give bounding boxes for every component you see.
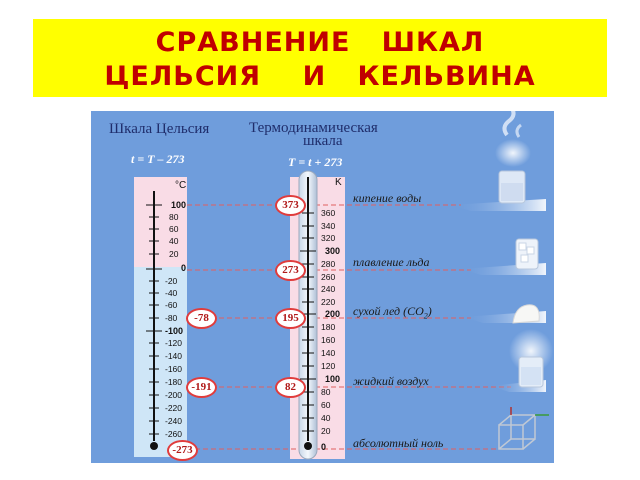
label-dry-ice-end: ) — [427, 304, 432, 318]
label-boiling-water: кипение воды — [353, 191, 422, 205]
kelvin-tick-label: 120 — [321, 361, 336, 371]
kelvin-bulb — [304, 442, 312, 450]
badge-celsius-absolute-zero: -273 — [167, 440, 198, 461]
label-dry-ice-text: сухой лед (CO — [353, 304, 424, 318]
celsius-tick-label: -180 — [165, 377, 183, 387]
kelvin-tick-label: 160 — [321, 335, 336, 345]
label-dry-ice: сухой лед (CO2) — [353, 304, 432, 320]
celsius-ticks — [146, 204, 162, 435]
badge-kelvin-boiling: 373 — [275, 195, 306, 216]
celsius-tick-label: 100 — [171, 200, 187, 210]
kelvin-tick-label: 20 — [321, 426, 331, 436]
thermometer-graphics — [134, 111, 553, 460]
kelvin-header-line2: шкала — [303, 133, 343, 149]
boiling-water-glass-icon — [495, 111, 531, 204]
kelvin-tick-label: 0 — [321, 442, 327, 452]
badge-kelvin-dry-ice: 195 — [275, 308, 306, 329]
kelvin-tick-label: 200 — [325, 309, 341, 319]
celsius-unit: °C — [175, 180, 187, 191]
kelvin-tick-label: 40 — [321, 413, 331, 423]
celsius-tick-label: 40 — [169, 236, 179, 246]
celsius-tick-label: -240 — [165, 416, 183, 426]
badge-kelvin-melting: 273 — [275, 260, 306, 281]
title-line-1: СРАВНЕНИЕ ШКАЛ — [155, 27, 485, 58]
celsius-tick-label: 60 — [169, 224, 179, 234]
label-ice-melting: плавление льда — [353, 255, 430, 269]
kelvin-unit: K — [335, 177, 342, 188]
title-banner: СРАВНЕНИЕ ШКАЛ ЦЕЛЬСИЯ И КЕЛЬВИНА — [33, 19, 607, 97]
kelvin-tick-label: 140 — [321, 348, 336, 358]
celsius-bulb — [150, 442, 158, 450]
celsius-tick-label: -80 — [165, 313, 178, 323]
celsius-tick-label: 80 — [169, 212, 179, 222]
kelvin-tick-label: 180 — [321, 322, 336, 332]
ice-water-glass-icon — [515, 238, 539, 270]
kelvin-tick-label: 240 — [321, 284, 336, 294]
crystal-lattice-icon — [498, 407, 549, 450]
kelvin-tick-label: 80 — [321, 387, 331, 397]
title-line-2: ЦЕЛЬСИЯ И КЕЛЬВИНА — [104, 61, 536, 92]
badge-celsius-liquid-air: -191 — [186, 377, 217, 398]
celsius-tick-label: -120 — [165, 338, 183, 348]
kelvin-tick-label: 260 — [321, 272, 336, 282]
celsius-tick-label: 20 — [169, 249, 179, 259]
celsius-tick-label: -140 — [165, 351, 183, 361]
celsius-formula: t = T – 273 — [131, 152, 185, 166]
kelvin-tick-label: 340 — [321, 221, 336, 231]
celsius-tick-label: -60 — [165, 300, 178, 310]
kelvin-tick-label: 360 — [321, 208, 336, 218]
kelvin-tick-label: 300 — [325, 246, 341, 256]
celsius-tick-label: -160 — [165, 364, 183, 374]
celsius-tick-label: 0 — [181, 263, 187, 273]
celsius-tick-label: -220 — [165, 403, 183, 413]
label-absolute-zero: абсолютный ноль — [353, 436, 444, 450]
label-dry-ice-sub: 2 — [423, 311, 428, 321]
kelvin-tick-label: 320 — [321, 233, 336, 243]
liquid-air-glass-icon — [509, 329, 553, 388]
kelvin-header-line1: Термодинамическая — [249, 120, 378, 136]
kelvin-tick-label: 280 — [321, 259, 336, 269]
celsius-header: Шкала Цельсия — [109, 121, 210, 137]
badge-celsius-dry-ice: -78 — [186, 308, 217, 329]
celsius-tick-label: -20 — [165, 276, 178, 286]
kelvin-tick-label: 100 — [325, 374, 341, 384]
kelvin-formula: T = t + 273 — [288, 155, 343, 169]
celsius-cold-region — [134, 267, 187, 457]
label-liquid-air: жидкий воздух — [353, 374, 429, 388]
celsius-warm-region — [134, 177, 187, 267]
badge-kelvin-liquid-air: 82 — [275, 377, 306, 398]
kelvin-tick-label: 220 — [321, 297, 336, 307]
celsius-tick-label: -260 — [165, 429, 183, 439]
kelvin-tick-label: 60 — [321, 400, 331, 410]
diagram-panel: Шкала Цельсия Термодинамическая шкала t … — [91, 111, 554, 463]
dry-ice-icon — [512, 304, 540, 324]
dashed-connectors — [187, 204, 511, 450]
celsius-tick-label: -100 — [165, 326, 184, 336]
celsius-tick-label: -40 — [165, 288, 178, 298]
celsius-tick-label: -200 — [165, 390, 183, 400]
